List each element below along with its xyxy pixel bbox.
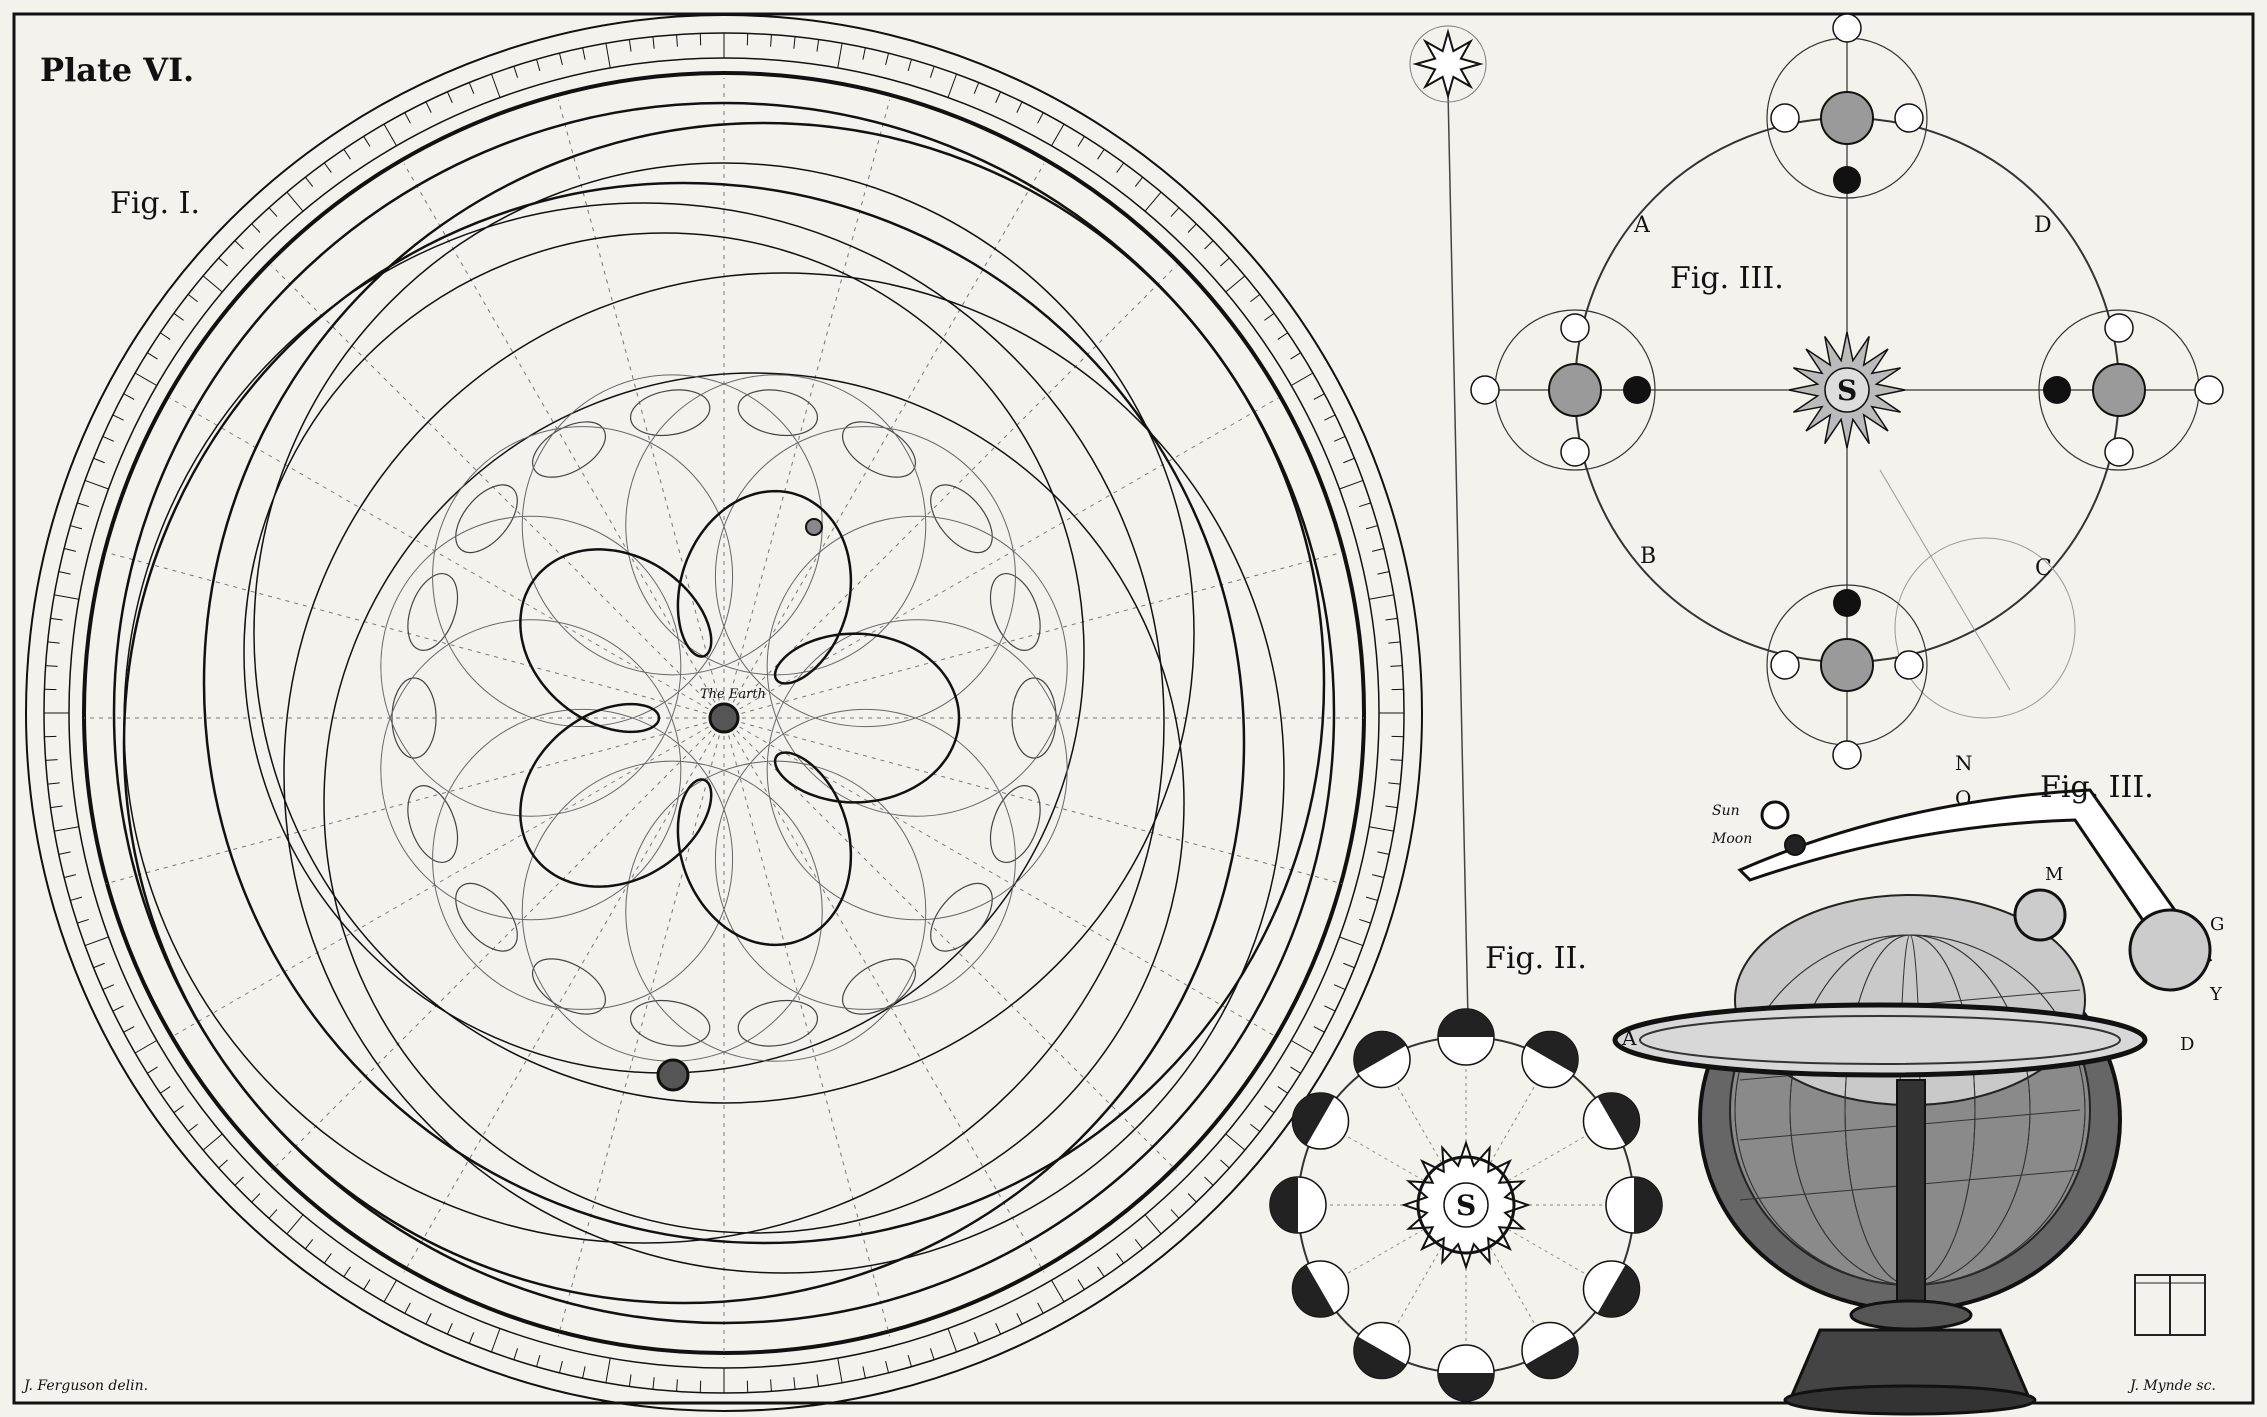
fig4-sun-ball xyxy=(1762,802,1788,828)
credit-right: J. Mynde sc. xyxy=(2127,1378,2216,1394)
fig4-letter-a: A xyxy=(1621,1026,1637,1050)
fig4-letter-d: D xyxy=(2180,1034,2194,1055)
fig4-moon-ball xyxy=(1785,835,1805,855)
fig1-center-label: The Earth xyxy=(700,687,766,702)
fig1-label: Fig. I. xyxy=(110,186,200,221)
fig1-earth xyxy=(710,704,738,732)
fig3-seasons-diagram: S A D B C Fig. III. xyxy=(1471,14,2223,769)
fig4-sun-label: Sun xyxy=(1712,803,1740,819)
earth-globe-icon xyxy=(1354,1322,1410,1378)
earth-globe-icon xyxy=(1583,1261,1639,1317)
fig3-letter-d: D xyxy=(2034,213,2052,238)
fig4-stand-post xyxy=(1897,1080,1925,1310)
earth-globe-icon xyxy=(1438,1345,1494,1401)
plate-title: Plate VI. xyxy=(40,51,194,89)
fig4-letter-g: G xyxy=(2210,914,2224,935)
fig4-hour-circle xyxy=(2015,890,2065,940)
fig4-letter-m: M xyxy=(2045,864,2063,885)
fig1-planet-marker xyxy=(806,519,822,535)
earth-globe-icon xyxy=(1293,1261,1349,1317)
scale-bar-icon xyxy=(2135,1275,2205,1335)
fig4-letter-o: O xyxy=(1955,786,1971,810)
fig4-celestial-globe: Sun Moon N O A M G Y D Fig. III. xyxy=(1615,751,2224,1414)
earth-globe-icon xyxy=(1522,1032,1578,1088)
plate-divider-line xyxy=(1448,92,1468,1020)
fig4-letter-y: Y xyxy=(2209,984,2223,1005)
earth-globe-icon xyxy=(1270,1177,1326,1233)
earth-globe-icon xyxy=(1522,1322,1578,1378)
fig3-sun: S xyxy=(1789,332,1905,448)
fig1-geocentric-orbits: The Earth Fig. I. xyxy=(26,15,1422,1411)
fig3-letter-c: C xyxy=(2035,556,2052,581)
fig3-sun-letter: S xyxy=(1837,374,1857,407)
fig2-label: Fig. II. xyxy=(1485,941,1587,976)
fig3-letter-b: B xyxy=(1640,544,1656,569)
fig4-letter-n: N xyxy=(1955,751,1973,775)
fig4-quadrant xyxy=(2130,910,2210,990)
fig1-sun-marker xyxy=(658,1060,688,1090)
earth-globe-icon xyxy=(1354,1032,1410,1088)
fig4-label: Fig. III. xyxy=(2040,770,2154,805)
fig2-annual-orbit: S Fig. II. xyxy=(1270,941,1662,1401)
fig2-sun-letter: S xyxy=(1456,1189,1476,1222)
earth-globe-icon xyxy=(1293,1093,1349,1149)
earth-globe-icon xyxy=(1606,1177,1662,1233)
earth-globe-icon xyxy=(1583,1093,1639,1149)
compass-star-icon xyxy=(1410,26,1486,102)
fig3-letter-a: A xyxy=(1633,213,1651,238)
fig4-moon-label: Moon xyxy=(1711,831,1752,847)
fig2-sun: S xyxy=(1404,1143,1528,1267)
fig3-label: Fig. III. xyxy=(1670,261,1784,296)
credit-left: J. Ferguson delin. xyxy=(21,1378,148,1394)
earth-globe-icon xyxy=(1438,1009,1494,1065)
